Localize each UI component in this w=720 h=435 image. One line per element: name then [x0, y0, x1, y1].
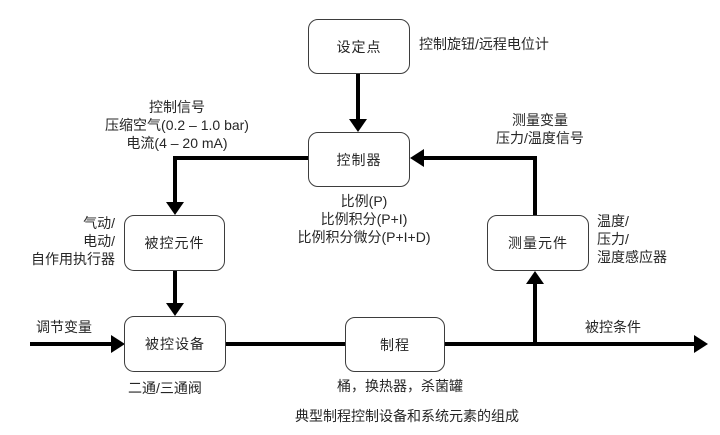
label-sensor-line: 湿度感应器	[597, 249, 667, 265]
label-controlled-condition: 被控条件	[585, 319, 641, 335]
connector-output-flow	[226, 342, 694, 346]
box-final-control-element: 被控元件	[124, 215, 225, 271]
connector-setpoint-to-controller	[356, 74, 360, 121]
label-setpoint-note: 控制旋钮/远程电位计	[419, 36, 549, 52]
label-sensor-types: 温度/ 压力/ 湿度感应器	[597, 212, 667, 266]
arrowhead-down-icon	[166, 202, 184, 215]
label-pid-mode-line: 比例积分微分(P+I+D)	[297, 229, 431, 245]
connector-controller-to-element-vertical	[173, 156, 177, 202]
label-control-signal: 控制信号 压缩空气(0.2 – 1.0 bar) 电流(4 – 20 mA)	[92, 98, 262, 152]
connector-sensor-to-controller-horizontal	[423, 156, 537, 160]
box-measuring-element: 测量元件	[487, 215, 589, 271]
label-sensor-line: 压力/	[597, 231, 629, 247]
connector-input-flow	[30, 342, 111, 346]
label-actuator-types: 气动/ 电动/ 自作用执行器	[15, 214, 115, 268]
box-process: 制程	[345, 317, 445, 372]
label-sensor-line: 温度/	[597, 213, 629, 229]
label-control-signal-line: 电流(4 – 20 mA)	[126, 135, 228, 151]
box-controller: 控制器	[308, 132, 410, 187]
connector-element-to-device	[173, 271, 177, 303]
label-actuator-line: 电动/	[83, 233, 115, 249]
label-control-signal-line: 控制信号	[149, 99, 205, 115]
arrowhead-right-icon	[694, 335, 708, 353]
label-pid-mode-line: 比例(P)	[340, 193, 388, 209]
label-actuator-line: 自作用执行器	[31, 251, 115, 267]
label-measured-variable: 测量变量 压力/温度信号	[480, 111, 600, 147]
label-pid-modes: 比例(P) 比例积分(P+I) 比例积分微分(P+I+D)	[254, 192, 474, 246]
arrowhead-down-icon	[166, 303, 184, 316]
label-process-examples: 桶，换热器，杀菌罐	[337, 378, 463, 394]
arrowhead-left-icon	[410, 149, 424, 167]
label-measured-variable-line: 测量变量	[512, 112, 568, 128]
connector-sensor-to-controller-vertical	[533, 156, 537, 215]
connector-flow-to-sensor	[533, 283, 537, 346]
label-actuator-line: 气动/	[83, 215, 115, 231]
diagram-caption: 典型制程控制设备和系统元素的组成	[295, 408, 519, 424]
label-measured-variable-line: 压力/温度信号	[496, 130, 584, 146]
arrowhead-down-icon	[349, 119, 367, 132]
connector-controller-to-element-horizontal	[173, 156, 308, 160]
label-valve-types: 二通/三通阀	[128, 380, 202, 396]
label-control-signal-line: 压缩空气(0.2 – 1.0 bar)	[105, 117, 249, 133]
arrowhead-right-icon	[111, 335, 125, 353]
box-setpoint: 设定点	[308, 19, 410, 74]
box-controlled-device: 被控设备	[124, 316, 226, 372]
arrowhead-up-icon	[526, 271, 544, 284]
label-pid-mode-line: 比例积分(P+I)	[320, 211, 408, 227]
label-manipulated-variable: 调节变量	[36, 319, 92, 335]
